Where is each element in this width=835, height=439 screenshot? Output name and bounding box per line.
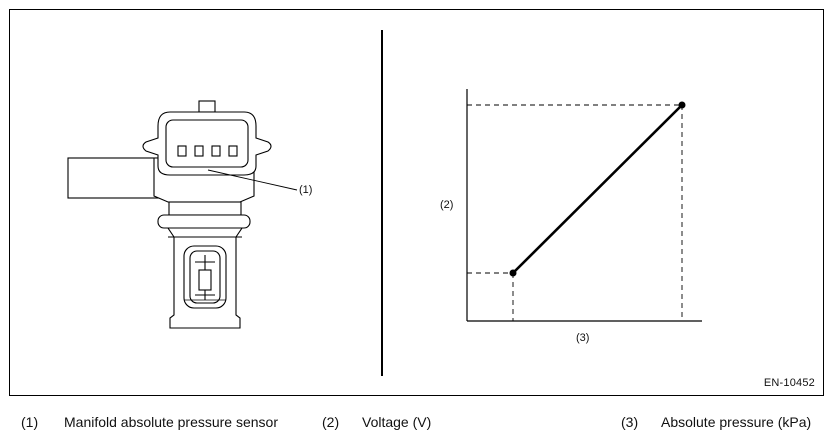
legend-text: Voltage (V) — [362, 414, 432, 430]
sensor-callout-leader — [207, 169, 298, 191]
legend-number: (3) — [621, 414, 639, 430]
legend-number: (2) — [322, 414, 340, 430]
legend-text: Absolute pressure (kPa) — [661, 414, 812, 430]
sensor-neck — [168, 201, 242, 216]
legend-item-1: (1) Manifold absolute pressure sensor — [21, 414, 278, 430]
sensor-o-ring — [157, 214, 251, 229]
map-sensor-illustration — [67, 100, 272, 329]
sensor-callout-label: (1) — [299, 184, 312, 196]
connector-pin — [194, 145, 204, 157]
figure-id-label: EN-10452 — [763, 377, 815, 389]
legend-item-2: (2) Voltage (V) — [322, 414, 431, 430]
legend-text: Manifold absolute pressure sensor — [64, 414, 279, 430]
connector-pin — [228, 145, 238, 157]
characteristic-line — [512, 104, 683, 274]
connector-latch — [198, 100, 216, 113]
legend-item-3: (3) Absolute pressure (kPa) — [621, 414, 811, 430]
y-axis-callout: (2) — [440, 199, 453, 211]
connector-pin — [211, 145, 221, 157]
legend-number: (1) — [21, 414, 39, 430]
x-axis-callout: (3) — [576, 332, 589, 344]
characteristic-start-point — [509, 269, 517, 277]
sensor-mounting-flange — [67, 157, 161, 199]
connector-inner-rim — [165, 119, 249, 168]
voltage-pressure-graph: (2) (3) — [440, 89, 702, 344]
connector-pin — [177, 145, 187, 157]
characteristic-end-point — [678, 101, 686, 109]
figure-frame: EN-10452 — [9, 9, 824, 396]
